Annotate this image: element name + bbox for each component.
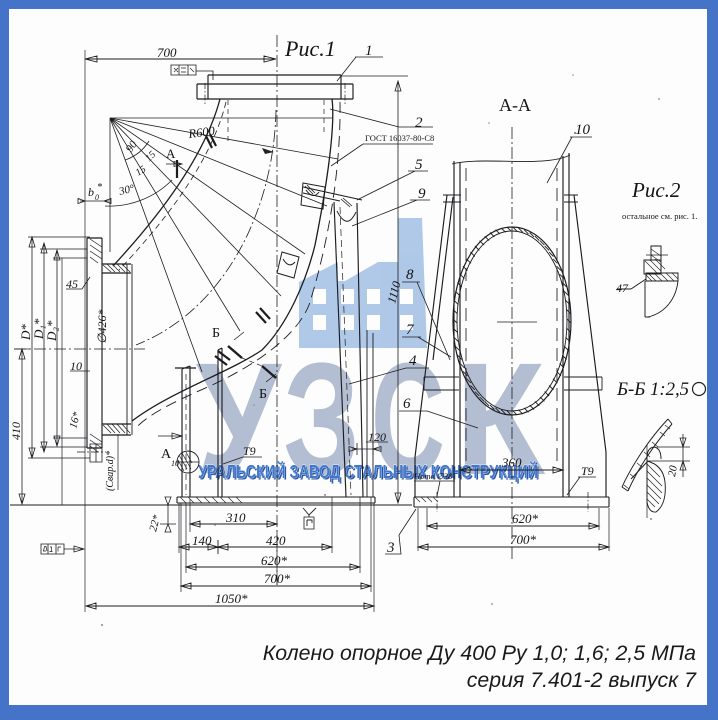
svg-text:22*: 22* <box>147 513 163 533</box>
svg-text:700*: 700* <box>510 532 537 547</box>
svg-text:16*: 16* <box>67 410 83 430</box>
svg-text:1: 1 <box>365 43 373 59</box>
svg-text:D₂*: D₂* <box>44 320 59 342</box>
svg-text:Колено опорное Ду 400 Ру 1,0;: Колено опорное Ду 400 Ру 1,0; 1,6; 2,5 М… <box>263 641 696 665</box>
svg-text:А: А <box>166 146 176 161</box>
svg-text:0: 0 <box>95 193 99 202</box>
svg-text:Т9: Т9 <box>581 464 594 478</box>
svg-text:140: 140 <box>192 533 212 548</box>
svg-text:У: У <box>196 329 283 508</box>
svg-text:Б-Б 1:2,5: Б-Б 1:2,5 <box>616 379 689 400</box>
svg-text:10: 10 <box>575 122 591 138</box>
svg-text:Нотв ∅38: Нотв ∅38 <box>413 471 453 481</box>
svg-text:20: 20 <box>666 464 680 477</box>
svg-text:D*: D* <box>18 324 33 341</box>
svg-text:Т9: Т9 <box>243 444 256 458</box>
svg-text:30°: 30° <box>117 182 136 198</box>
svg-text:45: 45 <box>66 277 78 291</box>
svg-text:5: 5 <box>415 157 423 173</box>
svg-text:6: 6 <box>403 396 411 412</box>
svg-text:1050*: 1050* <box>215 591 248 606</box>
svg-text:10: 10 <box>171 459 179 468</box>
svg-text:620*: 620* <box>512 511 539 526</box>
svg-text:120: 120 <box>368 430 386 444</box>
svg-text:9: 9 <box>418 186 426 202</box>
svg-text:3: 3 <box>386 540 395 556</box>
svg-text:700: 700 <box>157 45 177 60</box>
svg-text:7: 7 <box>406 322 415 338</box>
svg-text:∅426*: ∅426* <box>95 310 109 344</box>
svg-text:К: К <box>455 329 545 508</box>
svg-text:b: b <box>88 185 94 199</box>
svg-text:8: 8 <box>406 267 414 283</box>
svg-text:4: 4 <box>409 353 417 369</box>
svg-text:D₁*: D₁* <box>31 318 46 340</box>
svg-text:УРАЛЬСКИЙ ЗАВОД СТАЛЬНЫХ КОНСТ: УРАЛЬСКИЙ ЗАВОД СТАЛЬНЫХ КОНСТРУКЦИЙ <box>198 461 538 482</box>
svg-text:2: 2 <box>415 115 423 131</box>
svg-text:420: 420 <box>266 533 286 548</box>
svg-text:Рис.1: Рис.1 <box>284 36 336 61</box>
svg-text:47: 47 <box>616 281 629 295</box>
svg-text:А-А: А-А <box>499 95 531 115</box>
svg-text:(Свар.d)*: (Свар.d)* <box>105 451 116 491</box>
svg-text:Рис.2: Рис.2 <box>631 178 681 202</box>
svg-text:Б: Б <box>259 387 267 402</box>
svg-text:Б: Б <box>212 326 220 341</box>
svg-text:остальное см. рис. 1.: остальное см. рис. 1. <box>622 211 697 221</box>
svg-text:А: А <box>161 447 172 462</box>
svg-text:620*: 620* <box>261 553 288 568</box>
svg-text:700*: 700* <box>264 571 291 586</box>
svg-text:ГОСТ 16037-80-С8: ГОСТ 16037-80-С8 <box>365 133 434 143</box>
svg-text:360: 360 <box>501 455 522 470</box>
svg-text:серия 7.401-2 выпуск 7: серия 7.401-2 выпуск 7 <box>467 668 697 692</box>
svg-text:1110: 1110 <box>384 280 403 305</box>
svg-text:410: 410 <box>9 422 23 440</box>
svg-text:*: * <box>97 182 102 193</box>
svg-text:R600: R600 <box>187 124 217 141</box>
svg-text:15: 15 <box>134 164 148 179</box>
svg-text:З: З <box>283 329 360 508</box>
svg-text:10: 10 <box>70 359 82 373</box>
svg-text:310: 310 <box>225 510 246 525</box>
